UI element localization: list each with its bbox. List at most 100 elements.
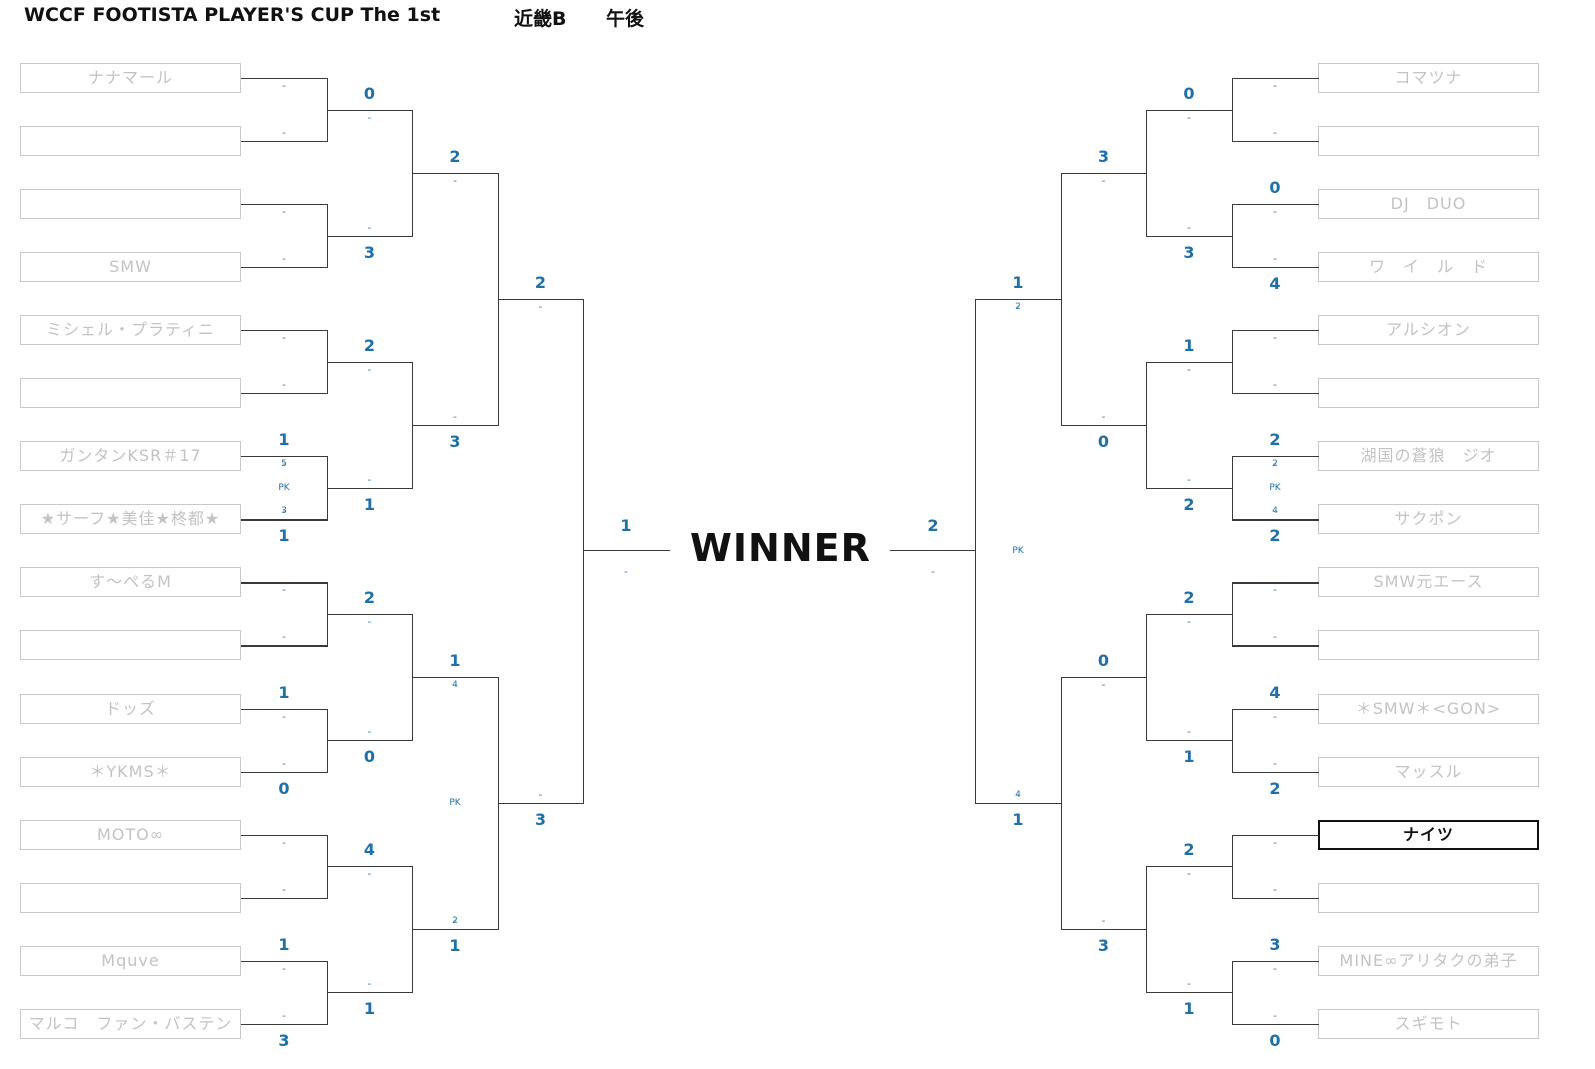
- right-score-bottom: 0: [1269, 1030, 1281, 1050]
- right-pk-top: 2: [1015, 301, 1021, 312]
- left-bracket-line: [241, 960, 328, 962]
- right-score-bottom: 0: [1097, 431, 1110, 451]
- right-player-slot[interactable]: [1318, 882, 1539, 913]
- left-bracket-line: [327, 204, 329, 268]
- left-score-bottom: 0: [278, 778, 290, 798]
- left-player-slot[interactable]: [20, 630, 241, 661]
- right-player-slot[interactable]: マッスル: [1318, 756, 1539, 787]
- right-score-placeholder: -: [1273, 504, 1277, 518]
- right-player-slot[interactable]: アルシオン: [1318, 315, 1539, 346]
- left-score-placeholder: -: [282, 79, 286, 92]
- right-score-bottom: 3: [1097, 936, 1110, 956]
- left-bracket-line: [241, 897, 328, 899]
- left-score-bottom: 3: [534, 810, 547, 830]
- left-bracket-line: [327, 582, 329, 646]
- left-bracket-line: [241, 645, 328, 647]
- right-bracket-line: [1232, 456, 1319, 458]
- right-player-slot[interactable]: ＊SMW＊<GON>: [1318, 693, 1539, 724]
- right-player-slot[interactable]: ナイツ: [1318, 819, 1539, 850]
- right-score-bottom: 1: [1012, 810, 1024, 830]
- left-player-slot[interactable]: ガンタンKSR＃17: [20, 441, 241, 472]
- left-player-slot[interactable]: す～ぺるM: [20, 567, 241, 598]
- right-bracket-line: [1232, 267, 1319, 269]
- right-bracket-line: [1232, 582, 1319, 584]
- left-player-slot[interactable]: ミシェル・プラティニ: [20, 315, 241, 346]
- right-bracket-line: [1232, 330, 1234, 394]
- left-player-slot[interactable]: SMW: [20, 252, 241, 283]
- right-score-top: 0: [1183, 83, 1195, 103]
- left-player-slot[interactable]: [20, 882, 241, 913]
- left-player-slot[interactable]: Mquve: [20, 945, 241, 976]
- right-player-slot[interactable]: [1318, 378, 1539, 409]
- left-player-slot[interactable]: ＊YKMS＊: [20, 756, 241, 787]
- left-player-slot[interactable]: マルコ ファン・バステン: [20, 1008, 241, 1039]
- left-score-placeholder: -: [282, 630, 286, 644]
- right-score-placeholder: -: [1016, 788, 1020, 802]
- left-score-top: 2: [449, 146, 461, 166]
- right-bracket-line: [1232, 204, 1319, 206]
- left-score-placeholder: -: [453, 409, 457, 423]
- right-score-placeholder: -: [1273, 378, 1277, 392]
- left-score-placeholder: -: [453, 677, 457, 691]
- right-score-top: 2: [1269, 430, 1281, 450]
- right-bracket-line: [1146, 613, 1233, 616]
- right-bracket-line: [1061, 929, 1147, 931]
- left-bracket-line: [327, 235, 413, 237]
- left-score-top: 2: [363, 587, 376, 607]
- right-score-bottom: 1: [1183, 999, 1195, 1019]
- left-score-top: 2: [363, 335, 376, 355]
- right-bracket-line: [1061, 172, 1147, 174]
- right-player-slot[interactable]: SMW元エース: [1318, 567, 1539, 598]
- left-player-slot[interactable]: ナナマール: [20, 63, 241, 93]
- right-bracket-line: [1061, 676, 1147, 679]
- left-bracket-line: [327, 834, 329, 898]
- right-score-placeholder: -: [1273, 457, 1277, 471]
- right-score-bottom: 4: [1269, 274, 1281, 294]
- right-bracket-line: [975, 298, 1062, 300]
- left-bracket-line: [241, 519, 328, 521]
- right-player-slot[interactable]: 湖国の蒼狼 ジオ: [1318, 441, 1539, 472]
- left-bracket-line: [498, 803, 584, 805]
- right-score-placeholder: -: [1187, 220, 1191, 234]
- left-bracket-line: [241, 393, 328, 395]
- left-score-placeholder: -: [538, 788, 543, 802]
- left-score-placeholder: -: [367, 220, 372, 234]
- right-score-placeholder: -: [1273, 583, 1277, 597]
- right-player-slot[interactable]: コマツナ: [1318, 63, 1539, 93]
- right-score-placeholder: -: [1273, 961, 1277, 975]
- right-score-placeholder: -: [1016, 299, 1020, 313]
- right-bracket-line: [1146, 109, 1233, 111]
- right-player-slot[interactable]: サクポン: [1318, 504, 1539, 535]
- right-player-slot[interactable]: [1318, 126, 1539, 157]
- right-player-slot[interactable]: スギモト: [1318, 1008, 1539, 1039]
- left-score-bottom: 0: [363, 747, 376, 767]
- left-bracket-line: [327, 866, 413, 868]
- right-score-placeholder: -: [1187, 362, 1191, 376]
- right-player-slot[interactable]: ワ イ ル ド: [1318, 252, 1539, 283]
- left-score-placeholder: -: [282, 961, 286, 975]
- left-bracket-line: [241, 267, 328, 269]
- right-bracket-line: [1232, 897, 1319, 899]
- left-score-bottom: 1: [363, 494, 376, 514]
- left-player-slot[interactable]: [20, 378, 241, 409]
- left-score-placeholder: -: [367, 977, 372, 991]
- left-bracket-line: [412, 172, 499, 174]
- right-player-slot[interactable]: MINE∞アリタクの弟子: [1318, 945, 1539, 976]
- right-player-slot[interactable]: DJ DUO: [1318, 189, 1539, 220]
- left-player-slot[interactable]: MOTO∞: [20, 819, 241, 850]
- left-player-slot[interactable]: ★サーフ★美佳★柊都★: [20, 504, 241, 535]
- right-bracket-line: [1232, 834, 1319, 836]
- left-score-placeholder: -: [282, 331, 286, 345]
- left-score-placeholder: -: [282, 756, 286, 770]
- left-player-slot[interactable]: [20, 189, 241, 220]
- left-score-placeholder: -: [282, 709, 286, 723]
- right-bracket-line: [1146, 992, 1233, 994]
- left-bracket-line: [241, 141, 328, 143]
- left-player-slot[interactable]: ドッズ: [20, 693, 241, 724]
- left-score-bottom: 3: [278, 1030, 290, 1050]
- right-score-top: 1: [1012, 272, 1024, 292]
- right-bracket-line: [1232, 204, 1234, 268]
- left-player-slot[interactable]: [20, 126, 241, 157]
- right-score-placeholder: -: [1187, 977, 1191, 991]
- right-player-slot[interactable]: [1318, 630, 1539, 661]
